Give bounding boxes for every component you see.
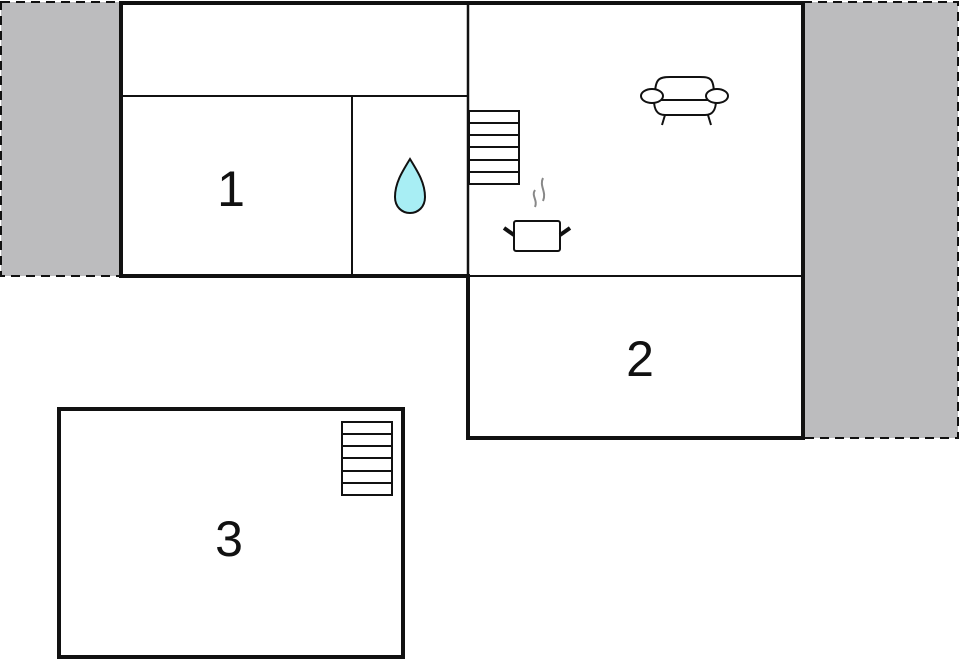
stairs-icon <box>341 421 393 496</box>
cooking-pot-icon <box>502 177 572 252</box>
room-label-3: 3 <box>215 511 243 567</box>
stairs-icon <box>468 110 520 185</box>
room-label-2: 2 <box>626 331 654 387</box>
water-drop-icon <box>393 157 427 215</box>
room-label-1: 1 <box>217 161 245 217</box>
sofa-icon <box>640 76 729 126</box>
main-building-outline <box>119 1 805 440</box>
terrace-right <box>802 1 959 439</box>
terrace-left <box>0 1 122 277</box>
